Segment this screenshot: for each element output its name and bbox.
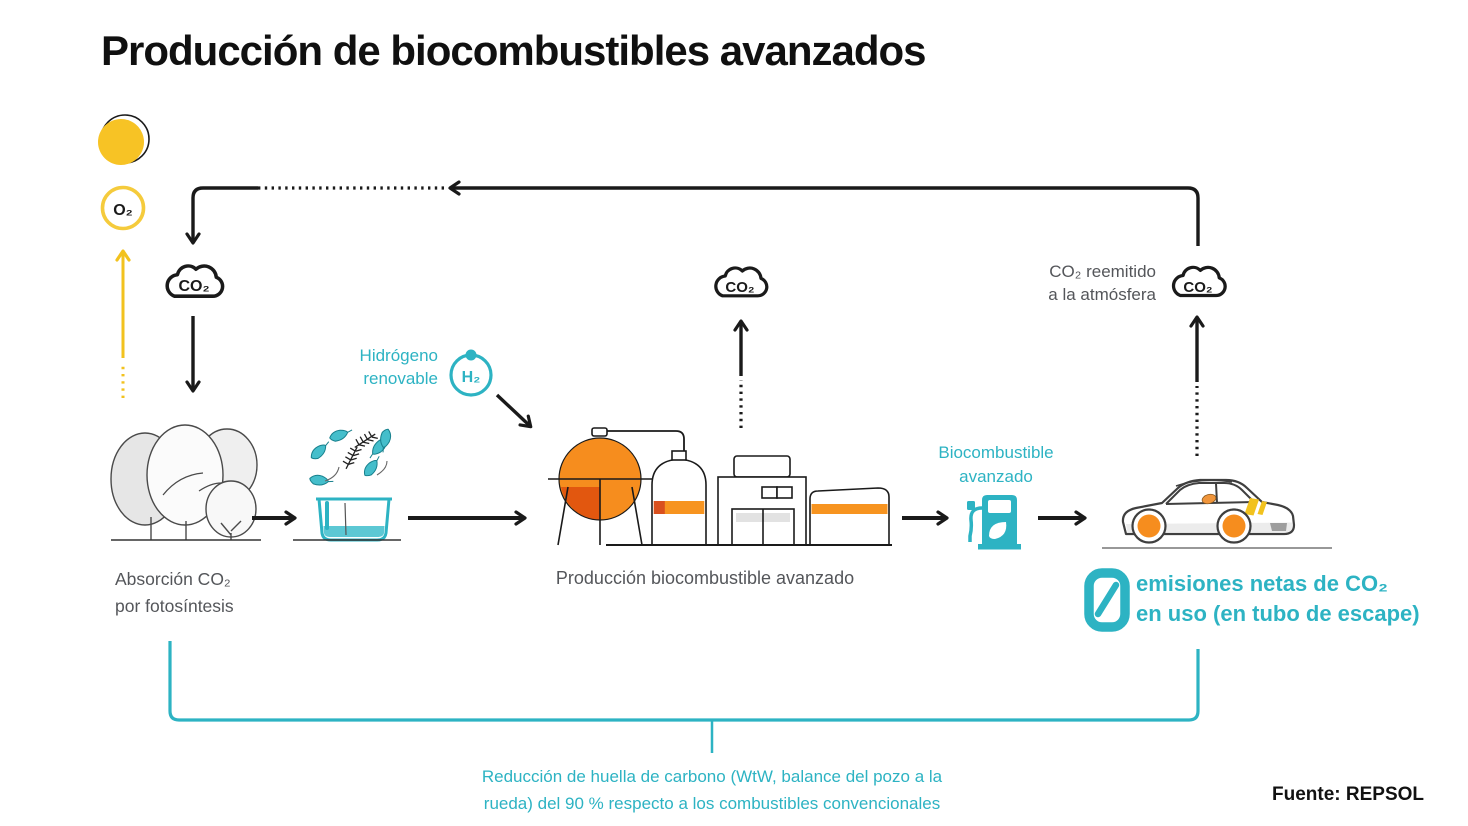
recirculation-line-right bbox=[448, 180, 1200, 246]
recirculation-line-left bbox=[185, 186, 258, 245]
h2-badge: H₂ bbox=[449, 349, 493, 397]
svg-text:H₂: H₂ bbox=[462, 369, 481, 386]
o2-badge: O₂ bbox=[100, 185, 146, 231]
h2-to-plant-arrow bbox=[495, 393, 533, 429]
wtw-bracket bbox=[168, 641, 1200, 722]
co2-cloud-left: CO₂ bbox=[165, 264, 225, 298]
footprint-reduction-label: Reducción de huella de carbono (WtW, bal… bbox=[481, 767, 943, 813]
fuel-pump-icon bbox=[967, 495, 1021, 550]
biomass-container-icon bbox=[293, 426, 401, 542]
sun-icon bbox=[98, 114, 150, 165]
source-credit: Fuente: REPSOL bbox=[1272, 784, 1425, 805]
svg-text:CO₂: CO₂ bbox=[725, 279, 754, 296]
co2-cloud-right: CO₂ bbox=[1171, 265, 1227, 298]
zero-icon bbox=[1084, 568, 1130, 632]
svg-text:CO₂: CO₂ bbox=[178, 278, 209, 295]
car-icon bbox=[1102, 478, 1332, 549]
page-title: Producción de biocombustibles avanzados bbox=[101, 27, 927, 74]
trees-icon bbox=[110, 424, 261, 541]
co2-cloud-middle: CO₂ bbox=[714, 266, 769, 298]
production-label: Producción biocombustible avanzado bbox=[555, 568, 855, 588]
svg-text:CO₂: CO₂ bbox=[1183, 279, 1212, 296]
svg-text:O₂: O₂ bbox=[113, 202, 133, 219]
biofuel-plant-icon bbox=[548, 427, 892, 546]
